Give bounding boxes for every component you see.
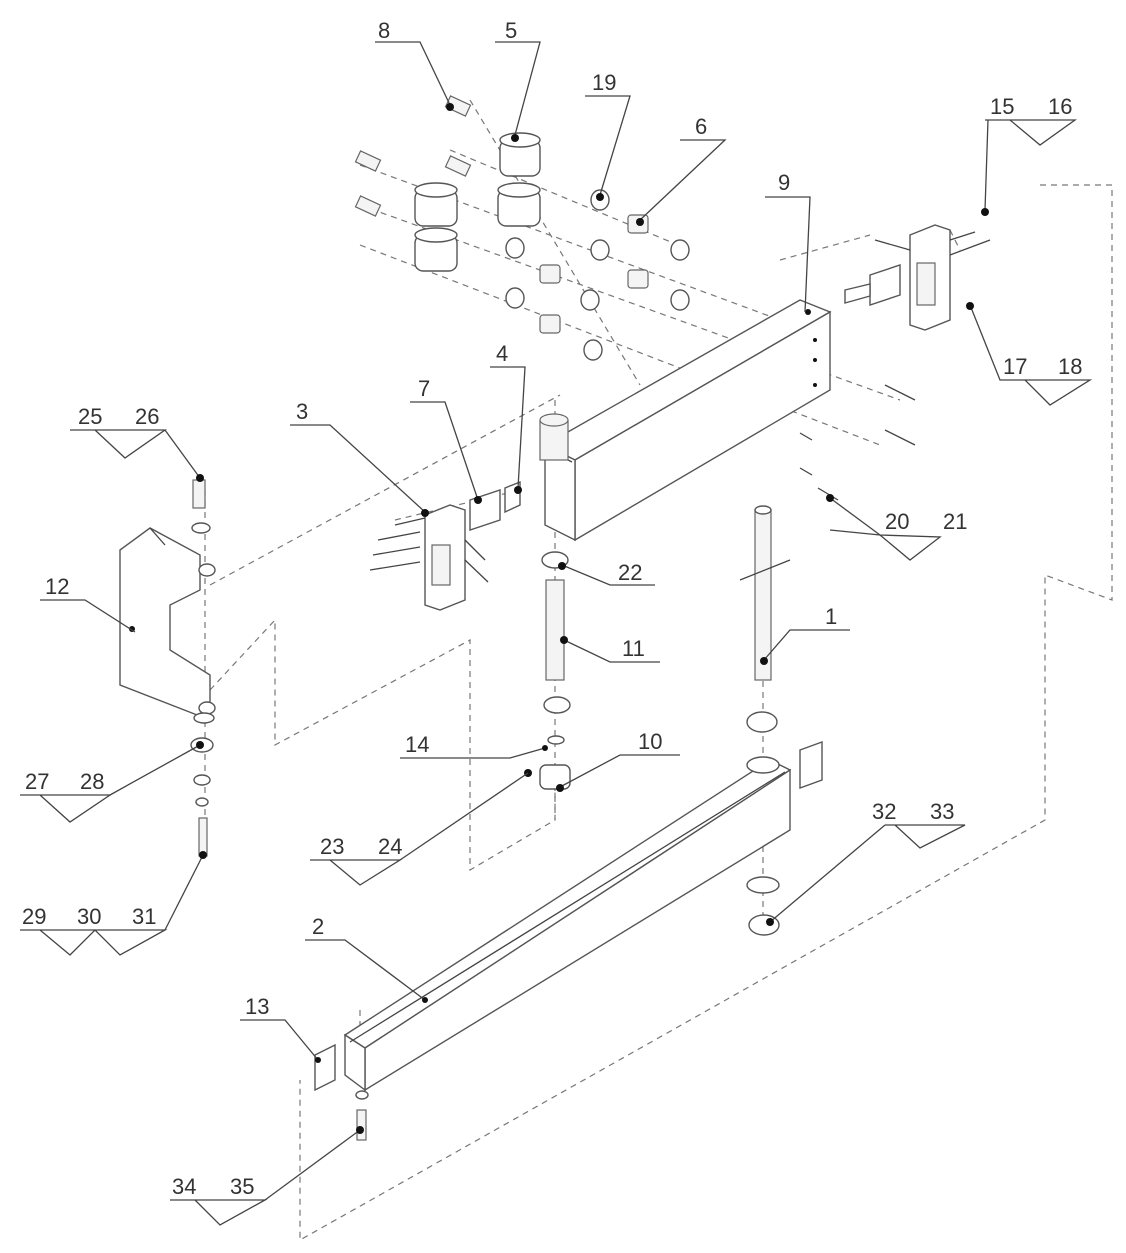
part-15-clamp-block [844,224,991,331]
callout-2: 2 [312,914,324,939]
bearings-and-spacers [505,189,690,361]
callout-26: 26 [135,404,159,429]
callout-28: 28 [80,769,104,794]
part-34-bolt [355,1090,369,1141]
callout-4: 4 [496,341,508,366]
callout-labels: 8 5 19 6 9 15 16 17 18 25 26 3 7 4 12 20… [22,18,1082,1199]
beam-bolts [799,384,916,501]
callout-12: 12 [45,574,69,599]
part-9-beam [543,299,832,542]
callout-10: 10 [638,729,662,754]
callout-34: 34 [172,1174,196,1199]
pivot-tube [539,413,569,461]
callout-24: 24 [378,834,402,859]
part-3-bolts [369,517,489,583]
part-2-base-beam [343,759,792,1092]
roller-shafts [354,95,472,217]
callout-7: 7 [418,376,430,401]
callout-17: 17 [1003,354,1027,379]
callout-35: 35 [230,1174,254,1199]
callout-3: 3 [296,399,308,424]
callout-33: 33 [930,799,954,824]
callout-16: 16 [1048,94,1072,119]
part-12-bracket [119,527,216,722]
callout-25: 25 [78,404,102,429]
callout-21: 21 [943,509,967,534]
callout-13: 13 [245,994,269,1019]
callout-27: 27 [25,769,49,794]
part-3-clamp-block [424,480,521,611]
callout-14: 14 [405,732,429,757]
callout-dots [196,103,989,1134]
part-1-post [739,505,791,936]
part-12-hardware-stack [190,479,215,857]
part-13-end-caps [314,741,823,1092]
callout-18: 18 [1058,354,1082,379]
callout-8: 8 [378,18,390,43]
callout-29: 29 [22,904,46,929]
callout-9: 9 [778,170,790,195]
callout-32: 32 [872,799,896,824]
assembly-guide-lines [204,99,1113,1242]
callout-20: 20 [885,509,909,534]
callout-31: 31 [132,904,156,929]
part-11-center-shaft [524,551,571,790]
callout-23: 23 [320,834,344,859]
rollers [414,132,541,272]
callout-19: 19 [592,70,616,95]
callout-15: 15 [990,94,1014,119]
callout-22: 22 [618,560,642,585]
callout-30: 30 [77,904,101,929]
callout-5: 5 [505,18,517,43]
callout-1: 1 [825,604,837,629]
callout-11: 11 [622,636,645,661]
leader-lines [20,41,1093,1226]
callout-6: 6 [695,114,707,139]
